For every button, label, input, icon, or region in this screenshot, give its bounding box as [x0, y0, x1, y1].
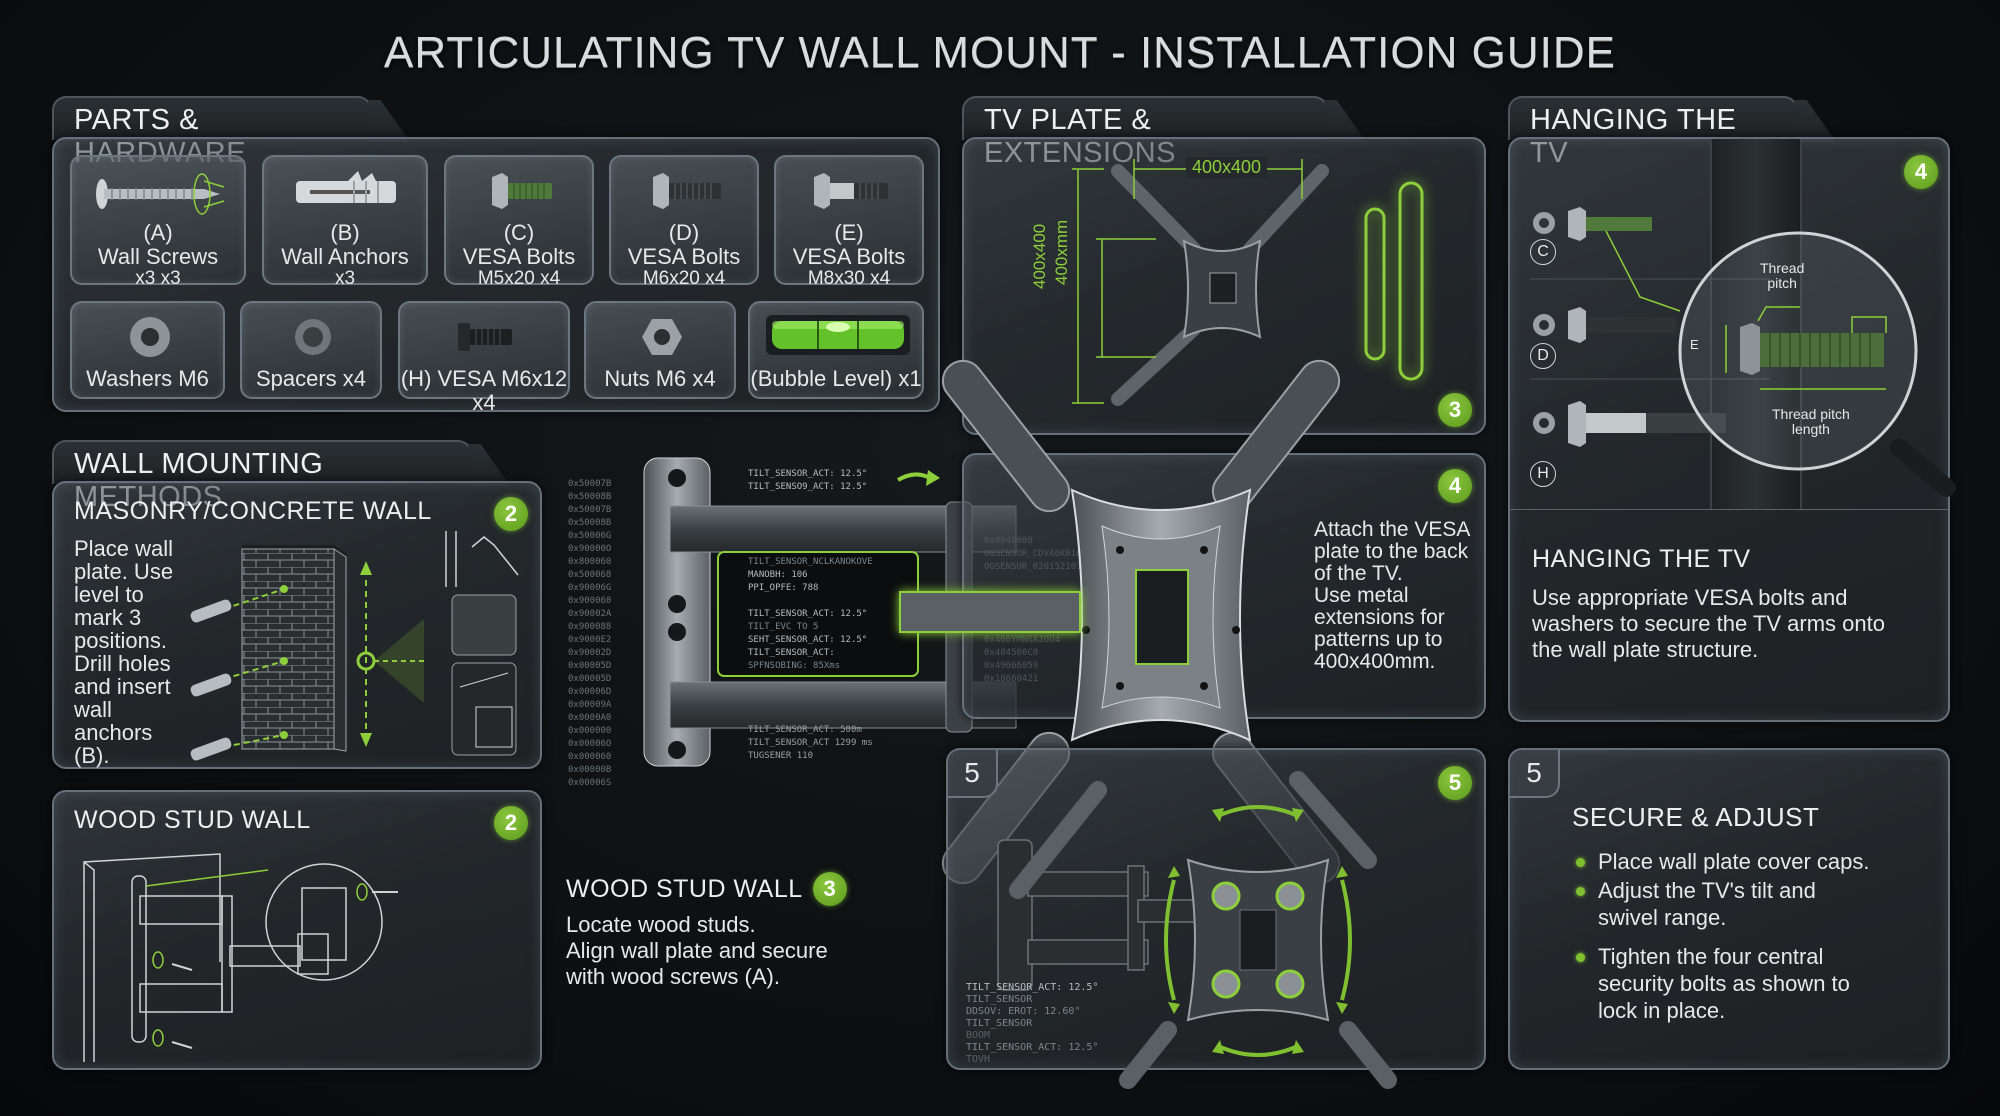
- part-label: Washers M6: [86, 366, 209, 391]
- part-card-wall-anchors[interactable]: (B) Wall Anchors x3: [262, 155, 428, 289]
- step-badge: 2: [494, 497, 528, 531]
- step-number-corner: 5: [1510, 750, 1560, 798]
- part-name: VESA Bolts: [627, 244, 741, 269]
- attach-instructions: Attach the VESA plate to the back of the…: [1314, 518, 1471, 673]
- vesa-bolt-icon: [492, 173, 552, 209]
- part-name: VESA Bolts: [792, 244, 906, 269]
- tool-detail-thumbnails: [445, 531, 519, 756]
- spacer-icon: [295, 319, 331, 355]
- part-card-washers[interactable]: Washers M6: [70, 301, 225, 399]
- masonry-instructions: Place wall plate. Use level to mark 3 po…: [74, 536, 174, 768]
- part-code: (D): [668, 220, 700, 245]
- part-label: (Bubble Level) x1: [750, 366, 922, 391]
- masonry-panel: MASONRY/CONCRETE WALL 2 Place wall plate…: [52, 481, 542, 769]
- step-badge: 4: [1904, 155, 1938, 189]
- page-title: ARTICULATING TV WALL MOUNT - INSTALLATIO…: [384, 28, 1616, 77]
- step-badge: 4: [1438, 469, 1472, 503]
- step-badge: 5: [1438, 766, 1472, 800]
- dim-horizontal-label: 400x400: [1186, 157, 1268, 178]
- bolt-label-h: H: [1530, 461, 1556, 487]
- wood-stud-callout-text: Locate wood studs. Align wall plate and …: [566, 912, 828, 989]
- part-code: (E): [834, 220, 864, 245]
- masonry-heading: MASONRY/CONCRETE WALL: [74, 497, 432, 525]
- bolt-comparison-diagram: [1530, 207, 1957, 497]
- part-qty: M5x20 x4: [477, 268, 561, 289]
- part-name: VESA Bolts: [462, 244, 576, 269]
- part-card-vesa-m6x12[interactable]: (H) VESA M6x12 x4: [398, 301, 570, 415]
- step-badge: 3: [1438, 393, 1472, 427]
- adjust-sensor-readout: TILT_SENSOR_ACT: 12.5° TILT_SENSOR DDSOV…: [966, 982, 1099, 1065]
- part-card-nuts[interactable]: Nuts M6 x4: [584, 301, 736, 399]
- wall-screw-icon: [96, 173, 225, 215]
- hanging-tv-tab: HANGING THE TV: [1508, 96, 1798, 169]
- swivel-adjust-diagram: [997, 771, 1397, 1089]
- wall-anchor-icon: [296, 171, 396, 203]
- step-badge: 3: [812, 872, 847, 906]
- part-card-spacers[interactable]: Spacers x4: [240, 301, 382, 399]
- wood-stud-diagram: [83, 853, 398, 1062]
- bolt-label-c: C: [1530, 239, 1556, 265]
- washer-icon: [130, 317, 170, 357]
- wood-stud-callout-heading: WOOD STUD WALL: [566, 874, 803, 903]
- part-qty: x3 x3: [135, 268, 181, 289]
- part-card-wall-screws[interactable]: (A) Wall Screws x3 x3: [70, 155, 246, 289]
- hanging-tv-heading: HANGING THE TV: [1532, 545, 1751, 573]
- part-qty: M6x20 x4: [642, 268, 726, 289]
- step-number-corner: 5: [948, 750, 998, 798]
- sensor-readout-top: TILT_SENSOR_ACT: 12.5° TILT_SENSO9_ACT: …: [748, 469, 868, 492]
- part-card-vesa-bolts-m8[interactable]: (E) VESA Bolts M8x30 x4: [774, 155, 924, 289]
- vesa-bolt-icon: [653, 173, 721, 209]
- sensor-readout-bottom: TILT_SENSOR_ACT: 500m TILT_SENSOR_ACT 12…: [748, 725, 873, 761]
- secure-adjust-heading: SECURE & ADJUST: [1572, 802, 1820, 832]
- part-card-vesa-bolts-m6[interactable]: (D) VESA Bolts M6x20 x4: [609, 155, 759, 289]
- part-label: (H) VESA M6x12 x4: [400, 366, 568, 415]
- part-label: Nuts M6 x4: [604, 366, 716, 391]
- part-label: Spacers x4: [255, 366, 367, 391]
- dim-vertical-inner-label: 400xmm: [1052, 219, 1071, 285]
- part-qty: x3: [334, 268, 356, 289]
- secure-adjust-panel: 5 SECURE & ADJUST Place wall plate cover…: [1508, 748, 1950, 1070]
- part-code: (C): [503, 220, 535, 245]
- section-divider: [1510, 509, 1948, 510]
- wall-plate-rail: [1710, 139, 1802, 509]
- sensor-readout-middle: TILT_SENSOR_NCLKANOKOVE MANOBH: 106 PPI_…: [748, 557, 873, 671]
- hex-nut-icon: [642, 319, 682, 355]
- wood-stud-callout: WOOD STUD WALL 3 Locate wood studs. Alig…: [566, 872, 896, 990]
- part-qty: M8x30 x4: [807, 268, 891, 289]
- hanging-tv-instructions: Use appropriate VESA bolts and washers t…: [1532, 585, 1885, 662]
- part-card-bubble-level[interactable]: (Bubble Level) x1: [748, 301, 924, 399]
- articulating-arm-illustration: [643, 457, 1017, 767]
- wall-methods-tab: WALL MOUNTING METHODS: [52, 440, 472, 513]
- dim-vertical-outer-label: 400x400: [1030, 223, 1049, 289]
- step-item: Place wall plate cover caps.: [1576, 848, 1869, 875]
- wood-stud-panel: WOOD STUD WALL 2: [52, 790, 542, 1070]
- vesa-bolt-icon: [814, 173, 888, 209]
- parts-hardware-tab: PARTS & HARDWARE: [52, 96, 372, 169]
- part-code: (B): [330, 220, 360, 245]
- secure-adjust-steps: Place wall plate cover caps. Adjust the …: [1576, 848, 1869, 1026]
- short-bolt-icon: [458, 323, 512, 351]
- parts-hardware-panel: (A) Wall Screws x3 x3 (B) Wall Anchors x…: [52, 137, 940, 415]
- adjust-panel: 5 5 TILT_SE: [946, 748, 1486, 1089]
- bubble-level-icon: [766, 315, 910, 355]
- bolt-label-d: D: [1530, 343, 1556, 369]
- wood-stud-heading: WOOD STUD WALL: [74, 806, 311, 834]
- tv-plate-tab: TV PLATE & EXTENSIONS: [962, 96, 1328, 169]
- part-code: (A): [143, 220, 173, 245]
- part-card-vesa-bolts-m5[interactable]: (C) VESA Bolts M5x20 x4: [444, 155, 594, 289]
- tv-plate-panel: 400x400 400x400 400xmm 3: [962, 137, 1486, 435]
- magnifier-side-mark: E: [1690, 337, 1699, 352]
- extension-bars-highlight: [1364, 181, 1424, 381]
- part-name: Wall Anchors: [281, 244, 409, 269]
- brick-wall-diagram: [190, 545, 424, 761]
- step-badge: 2: [494, 806, 528, 840]
- part-name: Wall Screws: [97, 244, 219, 269]
